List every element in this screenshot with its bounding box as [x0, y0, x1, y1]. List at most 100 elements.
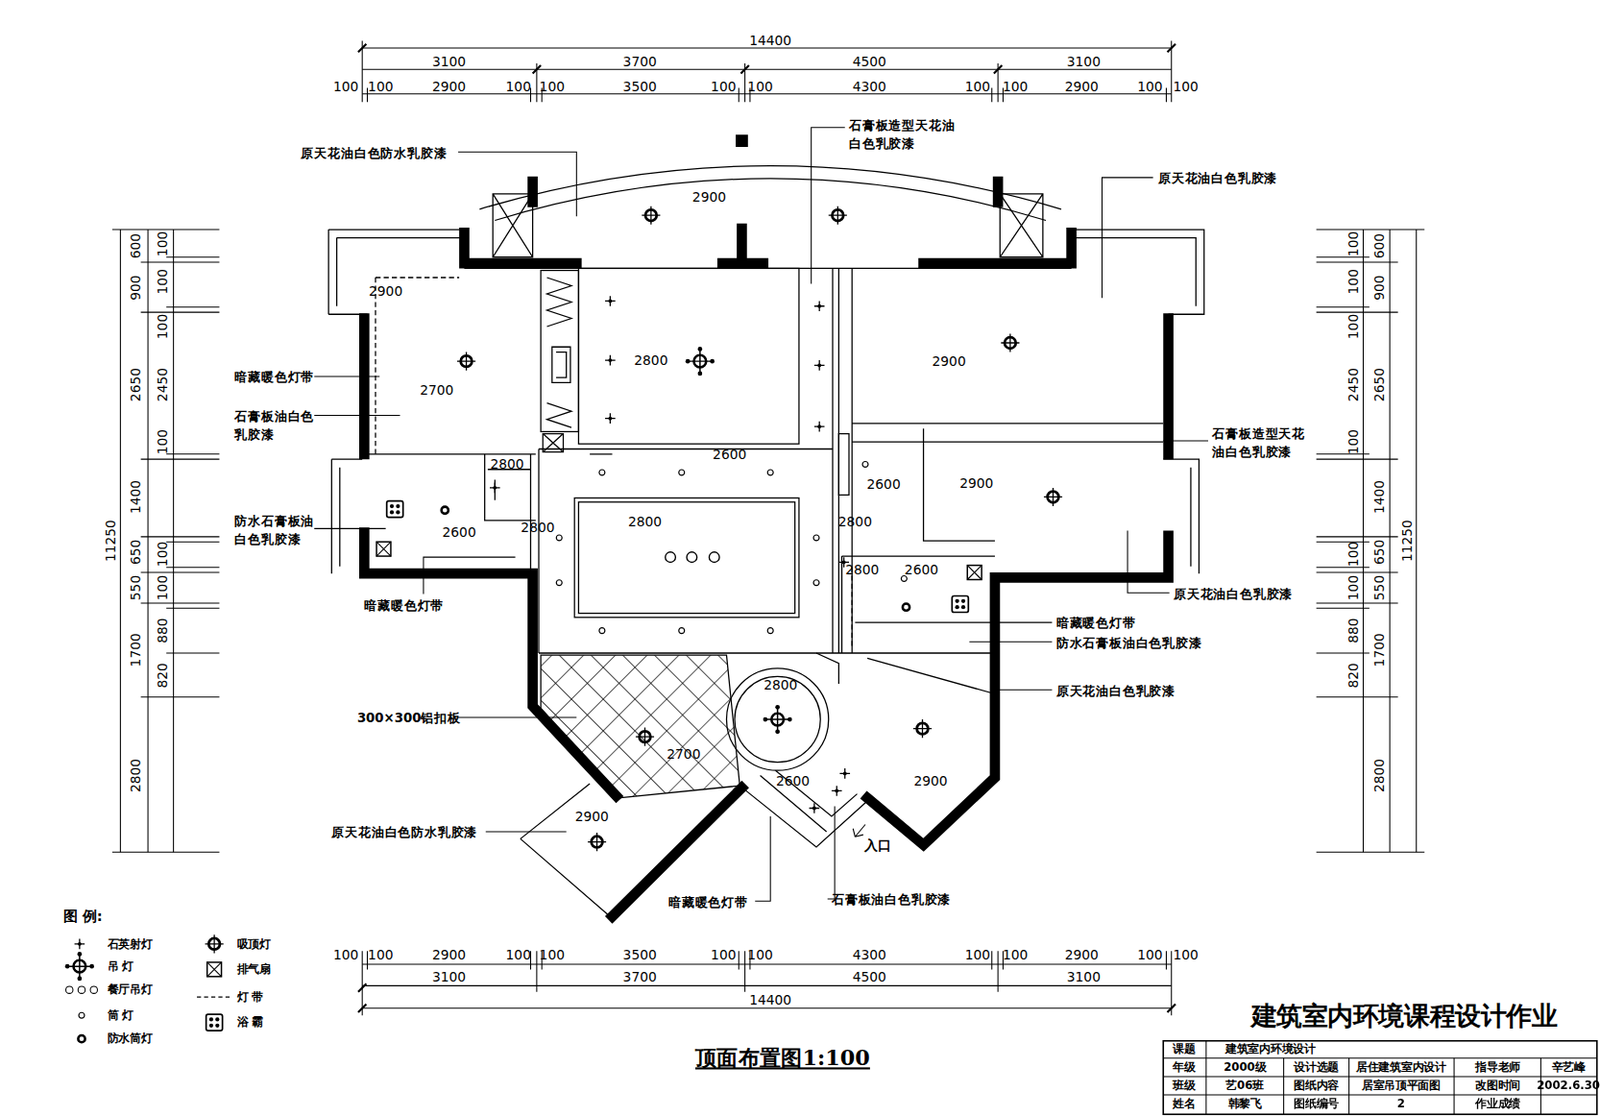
dimension-lines: [1363, 229, 1417, 852]
table-cell: 居住建筑室内设计: [1356, 1059, 1447, 1075]
table-cell: 韩黎飞: [1228, 1096, 1262, 1113]
interior-lines: [574, 498, 800, 618]
material-callout: 石膏板油白色乳胶漆: [831, 891, 951, 910]
light-fixtures: [951, 596, 969, 613]
leader-lines: [1163, 439, 1209, 441]
light-fixtures: [1000, 333, 1019, 352]
light-fixtures: [813, 534, 820, 541]
interior-lines: [851, 267, 1164, 654]
dimension-number: 100: [506, 78, 532, 95]
light-fixtures: [376, 541, 391, 557]
legend-text: 排气扇: [237, 961, 271, 977]
walls: [363, 533, 616, 797]
legend-symbols: [205, 934, 224, 953]
sheet-title: 建筑室内环境课程设计作业: [1251, 999, 1558, 1034]
leader-lines: [969, 641, 1052, 643]
leader-lines: [854, 622, 1052, 624]
walls: [533, 181, 999, 202]
interior-lines: [1069, 229, 1205, 315]
legend-text: 浴 霸: [237, 1015, 264, 1031]
interior-lines: [487, 454, 613, 501]
walls: [363, 181, 1168, 917]
ceiling-height: 2900: [932, 353, 967, 369]
table-cell: 2002.6.30: [1536, 1079, 1600, 1093]
dimension-number: 550: [127, 575, 144, 601]
material-callout: 石膏板油白色乳胶漆: [234, 407, 316, 444]
light-fixtures: [457, 352, 476, 371]
light-fixtures: [813, 580, 820, 586]
dimension-number: 4500: [852, 53, 887, 70]
table-cell: 作业成绩: [1475, 1096, 1521, 1113]
light-fixtures: [686, 552, 698, 563]
legend-symbols: [196, 995, 230, 997]
ceiling-height: 2600: [712, 446, 747, 462]
legend-heading: 图 例:: [63, 908, 103, 927]
dimension-number: 100: [506, 947, 532, 964]
interior-lines: [331, 459, 363, 574]
material-callout: 暗藏暖色灯带: [1056, 614, 1137, 633]
walls: [1163, 318, 1174, 455]
dimension-number: 4500: [852, 969, 887, 985]
table-cell: 年级: [1172, 1059, 1195, 1075]
interior-lines: [547, 277, 573, 327]
material-callout: 原天花油白色乳胶漆: [1173, 584, 1293, 604]
light-fixtures: [763, 704, 793, 734]
dimension-lines: [362, 48, 1172, 95]
interior-lines: [479, 166, 1062, 221]
dimension-number: 1700: [127, 632, 144, 667]
dimension-number: 2900: [432, 78, 466, 95]
interior-lines: [552, 346, 571, 383]
dimension-lines: [112, 41, 1425, 1017]
leader-lines: [485, 830, 567, 832]
legend-symbols: [90, 986, 97, 994]
leader-lines: [852, 824, 866, 838]
light-fixtures: [831, 785, 843, 797]
light-fixtures: [678, 469, 685, 476]
dimension-number: 100: [154, 429, 170, 455]
material-callout: 原天花油白色乳胶漆: [1158, 169, 1278, 188]
legend-symbols: [65, 951, 95, 981]
ceiling-height: 2900: [575, 808, 609, 825]
interior-lines: [838, 434, 849, 496]
legend-text: 灯 带: [237, 989, 264, 1005]
light-fixtures: [605, 355, 616, 366]
light-fixtures: [678, 628, 685, 634]
legend-symbols: [74, 939, 86, 950]
dimension-number: 100: [333, 947, 359, 964]
interior-lines: [578, 267, 800, 444]
dimension-number: 14400: [749, 33, 792, 49]
light-fixtures: [902, 604, 910, 611]
dimension-number: 100: [965, 947, 991, 964]
table-cell: 艺06班: [1225, 1078, 1264, 1094]
table-cell: 辛艺峰: [1551, 1059, 1586, 1075]
dimension-number: 100: [333, 78, 359, 95]
dimension-number: 100: [1172, 78, 1198, 95]
dimension-number: 100: [1345, 429, 1361, 455]
dimension-lines: [1316, 229, 1426, 852]
dimension-number: 880: [154, 617, 170, 643]
leader-lines: [811, 127, 846, 285]
leader-lines: [314, 376, 380, 378]
drawing-caption: 顶面布置图1:100: [695, 1043, 871, 1073]
interior-lines: [734, 676, 821, 762]
dimension-number: 100: [1345, 314, 1361, 340]
material-callout: 防水石膏板油白色乳胶漆: [1056, 633, 1203, 653]
legend-text: 石英射灯: [107, 936, 153, 952]
dimension-number: 100: [1345, 268, 1361, 294]
legend-text: 吊 灯: [107, 958, 134, 974]
table-cell: 图纸编号: [1293, 1096, 1339, 1113]
dimension-lines: [362, 41, 1172, 103]
material-callout: 暗藏暖色灯带: [234, 368, 315, 388]
dimension-number: 100: [965, 78, 991, 95]
light-fixtures: [809, 802, 821, 814]
legend-text: 防水筒灯: [107, 1031, 153, 1047]
dimension-number: 3100: [432, 969, 466, 985]
light-fixtures: [1043, 487, 1063, 507]
leader-lines: [754, 816, 771, 901]
legend-text: 吸顶灯: [237, 936, 271, 952]
light-fixtures: [599, 628, 606, 634]
dimension-lines: [358, 44, 1176, 1013]
ceiling-height: 2600: [442, 525, 477, 541]
dimension-number: 100: [747, 78, 773, 95]
